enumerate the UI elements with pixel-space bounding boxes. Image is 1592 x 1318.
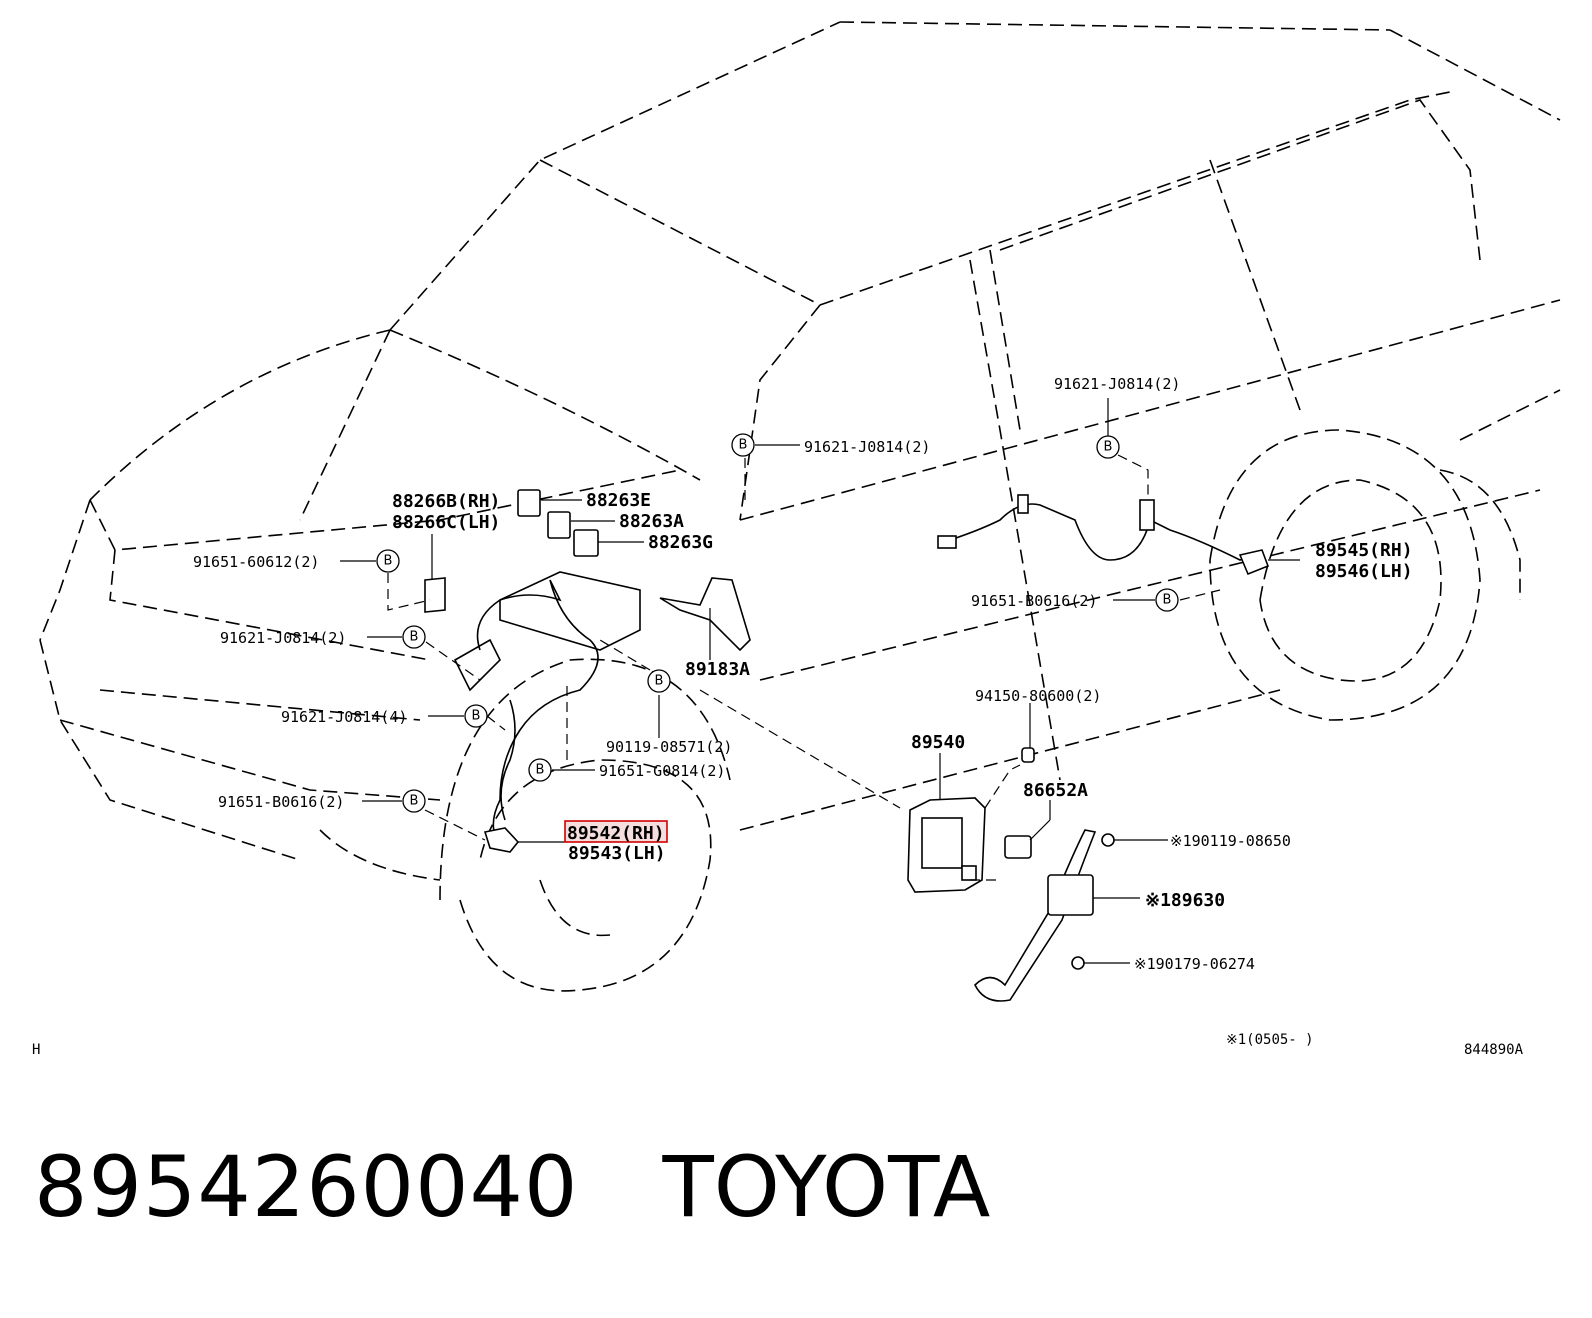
svg-text:B: B: [384, 554, 393, 569]
yaw-sensor-189630: [1047, 874, 1094, 916]
label-88263e[interactable]: 88263E: [586, 490, 651, 511]
label-91651-60612[interactable]: 91651-60612(2): [193, 553, 319, 571]
callout-b-8: B: [402, 789, 426, 813]
relay-88263e: [517, 489, 541, 517]
callout-b-5: B: [464, 704, 488, 728]
callout-bubbles: B B B B B B B B B: [376, 433, 1179, 813]
brand-name: TOYOTA: [662, 1138, 991, 1236]
label-86652a[interactable]: 86652A: [1023, 780, 1088, 801]
label-189630[interactable]: ※189630: [1145, 890, 1225, 911]
highlight-box: [564, 820, 668, 843]
label-89543-lh[interactable]: 89543(LH): [568, 843, 666, 864]
rear-speed-sensor: [1238, 549, 1270, 576]
bolt-190179: [1071, 956, 1085, 970]
svg-text:B: B: [410, 630, 419, 645]
vehicle-outline: [39, 21, 1561, 992]
front-harness: [476, 579, 599, 836]
svg-text:B: B: [1104, 440, 1113, 455]
label-91621-j0814-4[interactable]: 91621-J0814(4): [281, 708, 407, 726]
label-91621-j0814-mid[interactable]: 91621-J0814(2): [804, 438, 930, 456]
part-number: 8954260040: [34, 1138, 579, 1236]
callout-b-2: B: [731, 433, 755, 457]
label-88266c[interactable]: 88266C(LH): [392, 512, 500, 533]
label-91651-b0616-left[interactable]: 91651-B0616(2): [218, 793, 344, 811]
relay-88263a: [547, 511, 571, 539]
svg-text:B: B: [410, 794, 419, 809]
label-88263a[interactable]: 88263A: [619, 511, 684, 532]
rear-harness: [949, 503, 1261, 561]
callout-b-4: B: [402, 625, 426, 649]
svg-text:B: B: [1163, 593, 1172, 608]
label-90119-08571[interactable]: 90119-08571(2): [606, 738, 732, 756]
svg-text:B: B: [472, 709, 481, 724]
grommet-94150: [1021, 747, 1035, 763]
front-speed-sensor: [483, 827, 520, 853]
label-89545-rh[interactable]: 89545(RH): [1315, 540, 1413, 561]
label-91651-b0616-right[interactable]: 91651-B0616(2): [971, 592, 1097, 610]
bracket-189630: [974, 829, 1097, 1002]
label-89546-lh[interactable]: 89546(LH): [1315, 561, 1413, 582]
label-91621-j0814-left[interactable]: 91621-J0814(2): [220, 629, 346, 647]
label-91621-j0814-top-right[interactable]: 91621-J0814(2): [1054, 375, 1180, 393]
label-91651-g0814[interactable]: 91651-G0814(2): [599, 762, 725, 780]
bolt-190119: [1101, 833, 1115, 847]
sensor-86652a: [1004, 835, 1032, 859]
label-190119-08650[interactable]: ※190119-08650: [1170, 832, 1291, 850]
svg-text:B: B: [739, 438, 748, 453]
label-89542-rh[interactable]: 89542(RH): [567, 823, 665, 844]
svg-text:B: B: [536, 763, 545, 778]
callout-b-9: B: [1155, 588, 1179, 612]
corner-mark: H: [32, 1042, 40, 1058]
parts-diagram: B B B B B B B B B 91621-J0814(2) 91621-J…: [32, 21, 1561, 1058]
label-89540[interactable]: 89540: [911, 732, 965, 753]
parts: [424, 489, 1270, 1002]
callout-b-1: B: [1096, 435, 1120, 459]
label-89183a[interactable]: 89183A: [685, 659, 750, 680]
footer: 8954260040 TOYOTA: [34, 1138, 1574, 1258]
leader-lines: [340, 398, 1300, 964]
note-1: ※1(0505- ): [1226, 1032, 1314, 1048]
callout-b-3: B: [376, 549, 400, 573]
callout-b-7: B: [528, 758, 552, 782]
label-88263g[interactable]: 88263G: [648, 532, 713, 553]
part-labels: 91621-J0814(2) 91621-J0814(2) 88266B(RH)…: [32, 375, 1524, 1058]
relay-88263g: [573, 529, 599, 557]
bracket-89183a: [659, 577, 751, 652]
bracket-88266: [424, 577, 446, 613]
relay-block: [499, 571, 641, 651]
diagram-code: 844890A: [1464, 1042, 1524, 1058]
callout-b-6: B: [647, 669, 671, 693]
label-88266b[interactable]: 88266B(RH): [392, 491, 500, 512]
label-190179-06274[interactable]: ※190179-06274: [1134, 955, 1255, 973]
label-94150-80600[interactable]: 94150-80600(2): [975, 687, 1101, 705]
svg-text:B: B: [655, 674, 664, 689]
